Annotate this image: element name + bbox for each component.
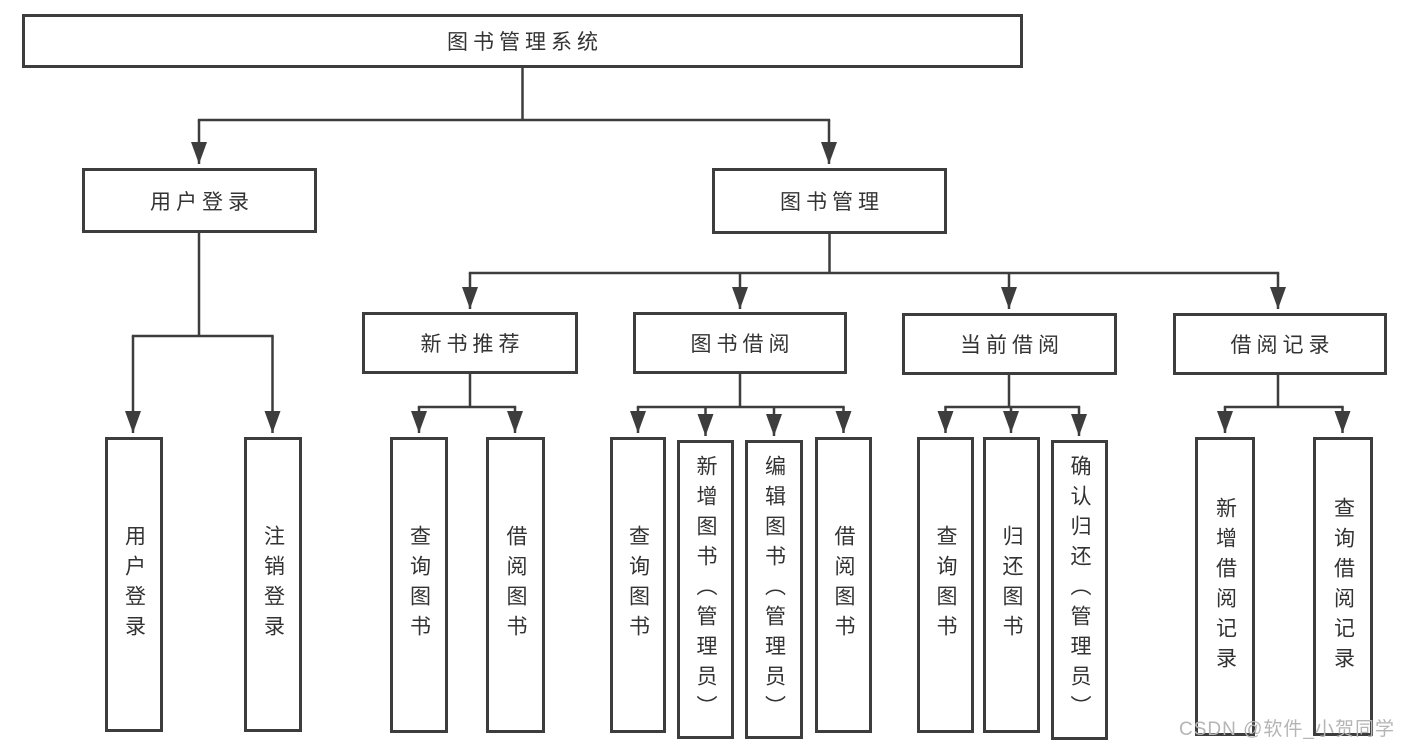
node-label: 编辑图书（管理员） (762, 454, 786, 725)
node-borrowing-records: 借阅记录 (1173, 313, 1387, 375)
leaf-query-books-current: 查询图书 (917, 437, 974, 733)
node-label: 新书推荐 (420, 333, 525, 356)
node-label: 查询图书 (626, 525, 650, 645)
node-label: 借阅记录 (1230, 334, 1335, 357)
node-label: 查询借阅记录 (1331, 496, 1355, 677)
leaf-add-books-admin: 新增图书（管理员） (677, 440, 734, 739)
node-user-login: 用户登录 (82, 168, 317, 233)
leaf-borrow-books: 借阅图书 (815, 437, 872, 733)
leaf-logout: 注销登录 (244, 437, 302, 732)
leaf-query-books-borrow: 查询图书 (610, 437, 666, 733)
leaf-edit-books-admin: 编辑图书（管理员） (745, 440, 803, 739)
node-root: 图书管理系统 (22, 14, 1023, 68)
leaf-query-borrow-record: 查询借阅记录 (1313, 437, 1373, 736)
node-label: 用户登录 (122, 524, 146, 645)
node-label: 归还图书 (1000, 525, 1023, 645)
watermark: CSDN @软件_小贺同学 (1179, 719, 1395, 740)
leaf-return-books: 归还图书 (983, 437, 1040, 733)
leaf-borrow-books-recommend: 借阅图书 (486, 437, 545, 733)
node-label: 借阅图书 (832, 525, 855, 645)
leaf-add-borrow-record: 新增借阅记录 (1195, 437, 1255, 736)
node-label: 新增图书（管理员） (694, 454, 717, 725)
leaf-user-login: 用户登录 (105, 437, 163, 732)
node-new-book-recommend: 新书推荐 (362, 312, 578, 374)
node-label: 当前借阅 (960, 334, 1064, 357)
node-label: 图书借阅 (690, 333, 795, 356)
node-book-borrowing: 图书借阅 (633, 312, 847, 374)
node-label: 确认归还（管理员） (1068, 455, 1091, 725)
node-label: 图书管理系统 (447, 31, 603, 54)
node-label: 用户登录 (150, 190, 254, 214)
node-current-borrowing: 当前借阅 (902, 313, 1117, 375)
leaf-query-books-recommend: 查询图书 (390, 437, 448, 733)
node-label: 新增借阅记录 (1213, 496, 1237, 677)
node-book-management: 图书管理 (712, 168, 947, 234)
node-label: 查询图书 (934, 525, 957, 645)
node-label: 查询图书 (407, 525, 431, 645)
node-label: 注销登录 (261, 524, 285, 645)
node-label: 借阅图书 (504, 525, 527, 645)
node-label: 图书管理 (780, 191, 884, 214)
leaf-confirm-return-admin: 确认归还（管理员） (1051, 440, 1108, 740)
